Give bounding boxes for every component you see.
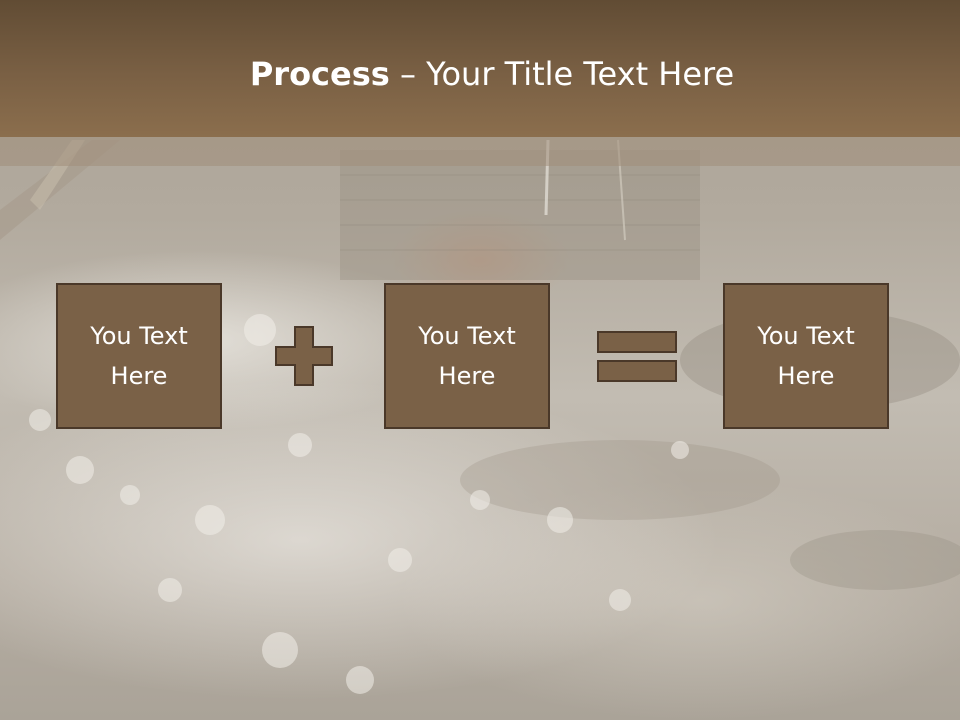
process-box-2: You Text Here xyxy=(384,283,550,429)
title-bar xyxy=(0,0,960,137)
process-box-2-label: You Text Here xyxy=(418,322,516,390)
process-box-3-label: You Text Here xyxy=(757,322,855,390)
title-bold: Process xyxy=(249,55,390,93)
title-rest: – Your Title Text Here xyxy=(389,55,735,93)
slide-title: Process – Your Title Text Here xyxy=(0,52,960,96)
plus-icon xyxy=(275,326,333,386)
equals-icon xyxy=(597,331,677,382)
title-underband xyxy=(0,137,960,166)
process-box-1: You Text Here xyxy=(56,283,222,429)
process-box-3: You Text Here xyxy=(723,283,889,429)
process-box-1-label: You Text Here xyxy=(90,322,188,390)
